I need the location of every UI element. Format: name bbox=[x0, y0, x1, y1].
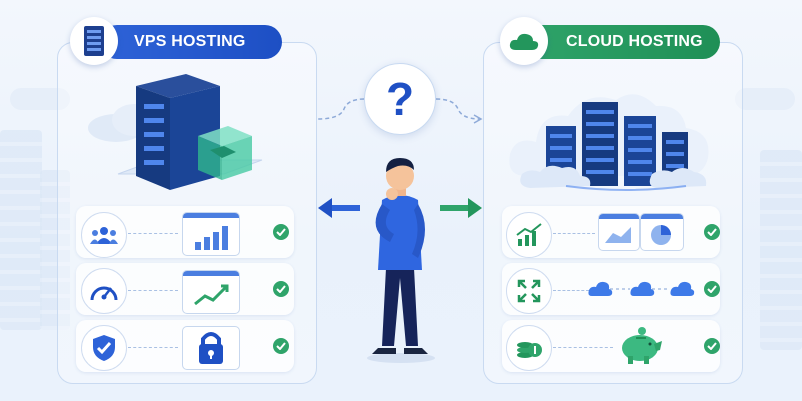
arrow-left-icon bbox=[318, 198, 360, 218]
connector-line bbox=[553, 233, 595, 234]
piggy-bank-icon bbox=[622, 327, 662, 364]
connector-line bbox=[128, 233, 178, 234]
speedometer-icon bbox=[81, 268, 127, 314]
check-icon bbox=[273, 281, 289, 297]
cloud-title: CLOUD HOSTING bbox=[566, 33, 703, 50]
thinking-person-illustration bbox=[367, 158, 435, 363]
check-icon bbox=[273, 338, 289, 354]
background-server-rack bbox=[760, 150, 802, 350]
expand-arrows-icon bbox=[506, 268, 552, 314]
background-cloud bbox=[10, 88, 70, 110]
vps-server-illustration bbox=[86, 66, 276, 196]
dashboard-windows-icon bbox=[598, 213, 640, 251]
cloud-servers-illustration bbox=[506, 76, 716, 192]
line-chart-window-icon bbox=[182, 270, 240, 314]
dashed-path-right bbox=[435, 98, 483, 124]
background-server-rack bbox=[0, 130, 42, 330]
cloud-icon bbox=[500, 17, 548, 65]
dashed-path-left bbox=[318, 98, 365, 120]
coins-icon bbox=[506, 325, 552, 371]
background-cloud bbox=[735, 88, 795, 110]
growth-chart-icon bbox=[506, 212, 552, 258]
users-icon bbox=[81, 212, 127, 258]
vps-title-pill: VPS HOSTING bbox=[100, 25, 282, 59]
vps-title: VPS HOSTING bbox=[134, 33, 246, 50]
cloud-title-pill: CLOUD HOSTING bbox=[520, 25, 720, 59]
shield-check-icon bbox=[81, 325, 127, 371]
check-icon bbox=[273, 224, 289, 240]
check-icon bbox=[704, 338, 720, 354]
padlock-icon bbox=[182, 326, 240, 370]
connector-line bbox=[128, 290, 178, 291]
connector-line bbox=[128, 347, 178, 348]
pie-chart-window-icon bbox=[640, 213, 684, 251]
question-mark: ? bbox=[385, 73, 415, 125]
bar-chart-window-icon bbox=[182, 212, 240, 256]
connected-clouds-icon bbox=[588, 281, 695, 296]
arrow-right-icon bbox=[440, 198, 482, 218]
connector-line bbox=[553, 347, 613, 348]
server-icon bbox=[70, 17, 118, 65]
connector-line bbox=[553, 290, 589, 291]
question-mark-bubble: ? bbox=[364, 63, 436, 135]
check-icon bbox=[704, 224, 720, 240]
check-icon bbox=[704, 281, 720, 297]
background-server-rack bbox=[40, 170, 70, 330]
